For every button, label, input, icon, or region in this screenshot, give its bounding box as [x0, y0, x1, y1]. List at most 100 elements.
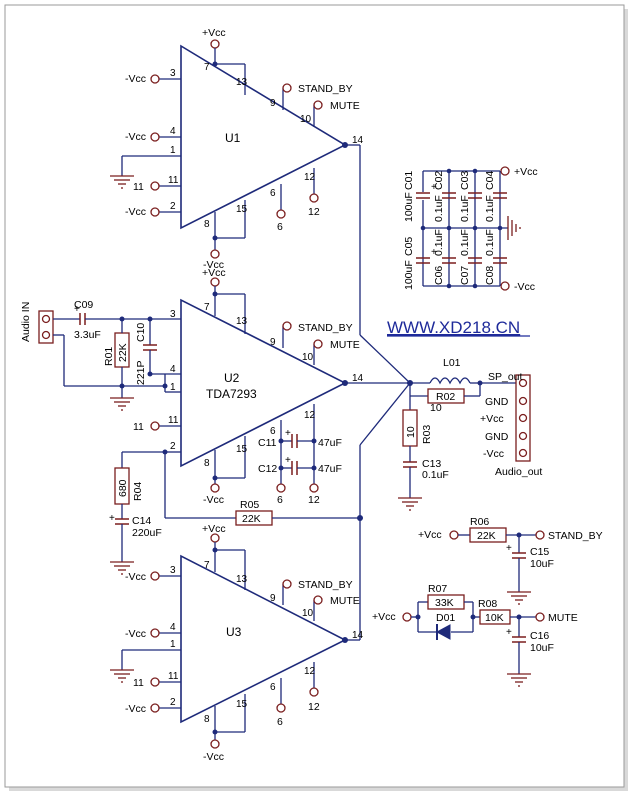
sb-vcc-label: +Vcc [418, 529, 442, 541]
u2-pin8: 8 [204, 458, 210, 469]
u1-pin8: 8 [204, 219, 210, 230]
u1-pin4-net: -Vcc [125, 131, 146, 143]
c14-value: 220uF [132, 527, 162, 539]
u1-pin12: 12 [304, 172, 316, 183]
u1-pin3: 3 [170, 68, 176, 79]
r08-ref: R08 [478, 598, 497, 610]
u3-pin7: 7 [204, 560, 210, 571]
mute-vcc-label: +Vcc [372, 611, 396, 623]
u3-pin8: 8 [204, 714, 210, 725]
c11-value: 47uF [318, 437, 342, 449]
r06-value: 22K [477, 530, 496, 542]
audio-out-label: Audio_out [495, 466, 542, 478]
c04-ref: C04 [484, 171, 496, 190]
svg-text:+: + [285, 428, 291, 439]
mute-output-label: MUTE [548, 612, 578, 624]
c09-ref: C09 [74, 299, 93, 311]
c15-ref: C15 [530, 546, 549, 558]
u1-pin9: 9 [270, 98, 276, 109]
c06-value: 0.1uF [433, 229, 445, 256]
d01-ref: D01 [436, 612, 455, 624]
u2-ref: U2 [224, 371, 240, 385]
u2-pin11-net: 11 [133, 421, 144, 433]
u3-mute-net: MUTE [330, 595, 360, 607]
u3-pin1: 1 [170, 639, 176, 650]
supply-vcc-neg: -Vcc [514, 281, 535, 293]
r03-value: 10 [405, 426, 417, 438]
out-vcc-neg: -Vcc [483, 448, 504, 460]
u1-pin15: 15 [236, 204, 248, 215]
u1-pin11-net: 11 [133, 181, 144, 193]
svg-text:+: + [431, 247, 437, 258]
u2-pin12: 12 [304, 410, 316, 421]
sb-output-label: STAND_BY [548, 530, 603, 542]
u3-pin3-net: -Vcc [125, 571, 146, 583]
u1-pin1: 1 [170, 145, 176, 156]
u1-vcc-bottom: -Vcc [203, 259, 224, 271]
out-gnd-1: GND [485, 396, 509, 408]
c04-value: 0.1uF [484, 195, 496, 222]
u3-pin4-net: -Vcc [125, 628, 146, 640]
c10-value: 221P [135, 360, 147, 385]
r05-ref: R05 [240, 499, 259, 511]
u3-pin6: 6 [270, 682, 276, 693]
u2-pin10: 10 [302, 352, 314, 363]
u3-pin3: 3 [170, 565, 176, 576]
u2-vcc-top: +Vcc [202, 267, 226, 279]
u3-pin14: 14 [352, 630, 364, 641]
u2-pin1: 1 [170, 382, 176, 393]
svg-text:+: + [285, 455, 291, 466]
c14-ref: C14 [132, 515, 151, 527]
c05-value: 100uF [403, 260, 415, 290]
feedback-section: 680 R04 + C14 220uF 22K R05 [109, 449, 363, 575]
supply-decoupling: +Vcc -Vcc ++ C01 100uF C02 0.1uF [403, 166, 538, 293]
u1-pin6-net: 6 [277, 221, 283, 233]
sp-out-label: SP_out [488, 371, 523, 383]
u3-pin4: 4 [170, 622, 176, 633]
u2-pin3: 3 [170, 309, 176, 320]
c11-ref: C11 [258, 437, 277, 449]
c15-value: 10uF [530, 558, 554, 570]
c12-value: 47uF [318, 463, 342, 475]
u2-pin9: 9 [270, 337, 276, 348]
u3-pin6-net: 6 [277, 716, 283, 728]
u3-pin11: 11 [168, 671, 179, 682]
r06-ref: R06 [470, 516, 489, 528]
website-link[interactable]: WWW.XD218.CN [387, 318, 520, 337]
u1-vcc-top: +Vcc [202, 27, 226, 39]
c06-ref: C06 [433, 266, 445, 285]
u1-pin4: 4 [170, 126, 176, 137]
u2-triangle [180, 298, 347, 468]
l01-inductor [429, 377, 471, 385]
u1-pin2-net: -Vcc [125, 206, 146, 218]
u2-pin12-net: 12 [308, 494, 320, 506]
u2-vcc-bottom: -Vcc [203, 494, 224, 506]
supply-vcc-pos: +Vcc [514, 166, 538, 178]
svg-text:+: + [109, 513, 115, 524]
u3-pin2-net: -Vcc [125, 703, 146, 715]
u1-mute-net: MUTE [330, 100, 360, 112]
c16-ref: C16 [530, 630, 549, 642]
u2-pin13: 13 [236, 316, 248, 327]
c02-ref: C02 [433, 171, 445, 190]
u3-pin15: 15 [236, 699, 248, 710]
u2-pin2: 2 [170, 441, 176, 452]
r07-ref: R07 [428, 583, 447, 595]
c16-value: 10uF [530, 642, 554, 654]
c02-value: 0.1uF [433, 195, 445, 222]
u2-pin11: 11 [168, 415, 179, 426]
c05-ref: C05 [403, 237, 415, 256]
u3-pin9: 9 [270, 593, 276, 604]
u2-pin15: 15 [236, 444, 248, 455]
svg-text:+: + [506, 627, 512, 638]
c09-value: 3.3uF [74, 329, 101, 341]
input-section: Audio IN + C09 3.3uF 22K R01 C10 221P [20, 299, 181, 411]
c07-ref: C07 [459, 266, 471, 285]
c07-value: 0.1uF [459, 229, 471, 256]
svg-text:+: + [431, 182, 437, 193]
svg-text:+: + [506, 543, 512, 554]
